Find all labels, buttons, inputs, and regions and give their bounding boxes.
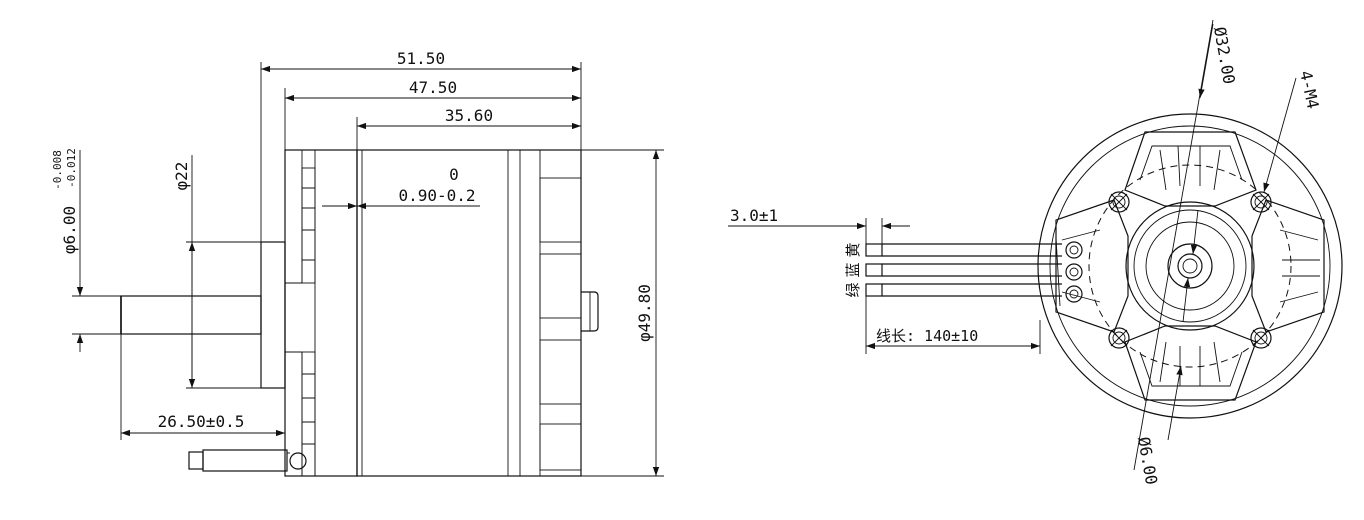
- dim-shaft-tol-lower-label: -0.012: [65, 148, 78, 188]
- outer-rim: [1037, 113, 1343, 419]
- dim-body-length: 47.50: [285, 78, 581, 102]
- dim-screws: 4-M4: [1263, 69, 1323, 193]
- dim-gap-main-label: 0.90-0.2: [398, 186, 475, 205]
- screw-hole-bottom-right: [1250, 327, 1272, 349]
- dim-screws-label: 4-M4: [1296, 69, 1323, 111]
- screw-hole-top-right: [1250, 191, 1272, 213]
- dim-strip-length: 3.0±1: [728, 206, 910, 244]
- dim-gap-upper-label: 0: [449, 165, 459, 184]
- lead-wires: 黄 蓝 绿: [844, 237, 1083, 307]
- dim-shaft-front-label: Ø6.00: [1134, 435, 1161, 486]
- dim-total-length: 51.50: [261, 49, 581, 73]
- front-view: 黄 蓝 绿 3.0±1 线长: 140±10 Ø32.00: [728, 19, 1343, 486]
- shaft: [120, 295, 262, 335]
- dim-diameter-boss: φ22: [172, 155, 261, 389]
- dim-body-length-label: 47.50: [409, 78, 457, 97]
- vent-windows: [1055, 131, 1325, 401]
- dim-pcd: Ø32.00: [1133, 19, 1239, 471]
- front-flange: [284, 149, 358, 477]
- dim-shaft-diameter-label: φ6.00: [60, 206, 79, 254]
- dim-wire-length: 线长: 140±10: [865, 296, 1041, 354]
- side-view: 51.50 47.50 35.60: [51, 49, 664, 477]
- dim-pcd-label: Ø32.00: [1210, 25, 1239, 85]
- pcd-circle: [1088, 164, 1292, 368]
- wire-label-blue: 蓝: [844, 262, 862, 277]
- dim-diameter-body-label: φ49.80: [635, 284, 654, 342]
- dim-shaft-tol-upper-label: -0.008: [51, 150, 64, 190]
- dim-shaft-length: 26.50±0.5: [120, 334, 285, 440]
- screw-hole-top-left: [1108, 191, 1130, 213]
- dim-diameter-body: φ49.80: [581, 149, 664, 477]
- dim-shaft-front: Ø6.00: [1134, 209, 1199, 486]
- dim-strip-length-label: 3.0±1: [730, 206, 778, 225]
- wire-outlet: [188, 449, 307, 472]
- screw-hole-bottom-left: [1108, 327, 1130, 349]
- dim-can-length-label: 35.60: [445, 106, 493, 125]
- motor-can: [356, 149, 599, 477]
- hub: [1125, 201, 1255, 331]
- screw-holes: [1108, 191, 1272, 349]
- front-boss: [260, 241, 286, 389]
- dim-diameter-boss-label: φ22: [172, 162, 191, 191]
- dim-gap: 0 0.90-0.2: [322, 165, 480, 210]
- dim-shaft-diameter: φ6.00 -0.008 -0.012: [51, 148, 121, 352]
- dim-wire-length-label: 线长: 140±10: [876, 327, 978, 345]
- wire-label-yellow: 黄: [844, 242, 862, 257]
- dim-shaft-length-label: 26.50±0.5: [158, 412, 245, 431]
- dim-total-length-label: 51.50: [397, 49, 445, 68]
- wire-label-green: 绿: [844, 282, 862, 297]
- dim-can-length: 35.60: [357, 106, 581, 130]
